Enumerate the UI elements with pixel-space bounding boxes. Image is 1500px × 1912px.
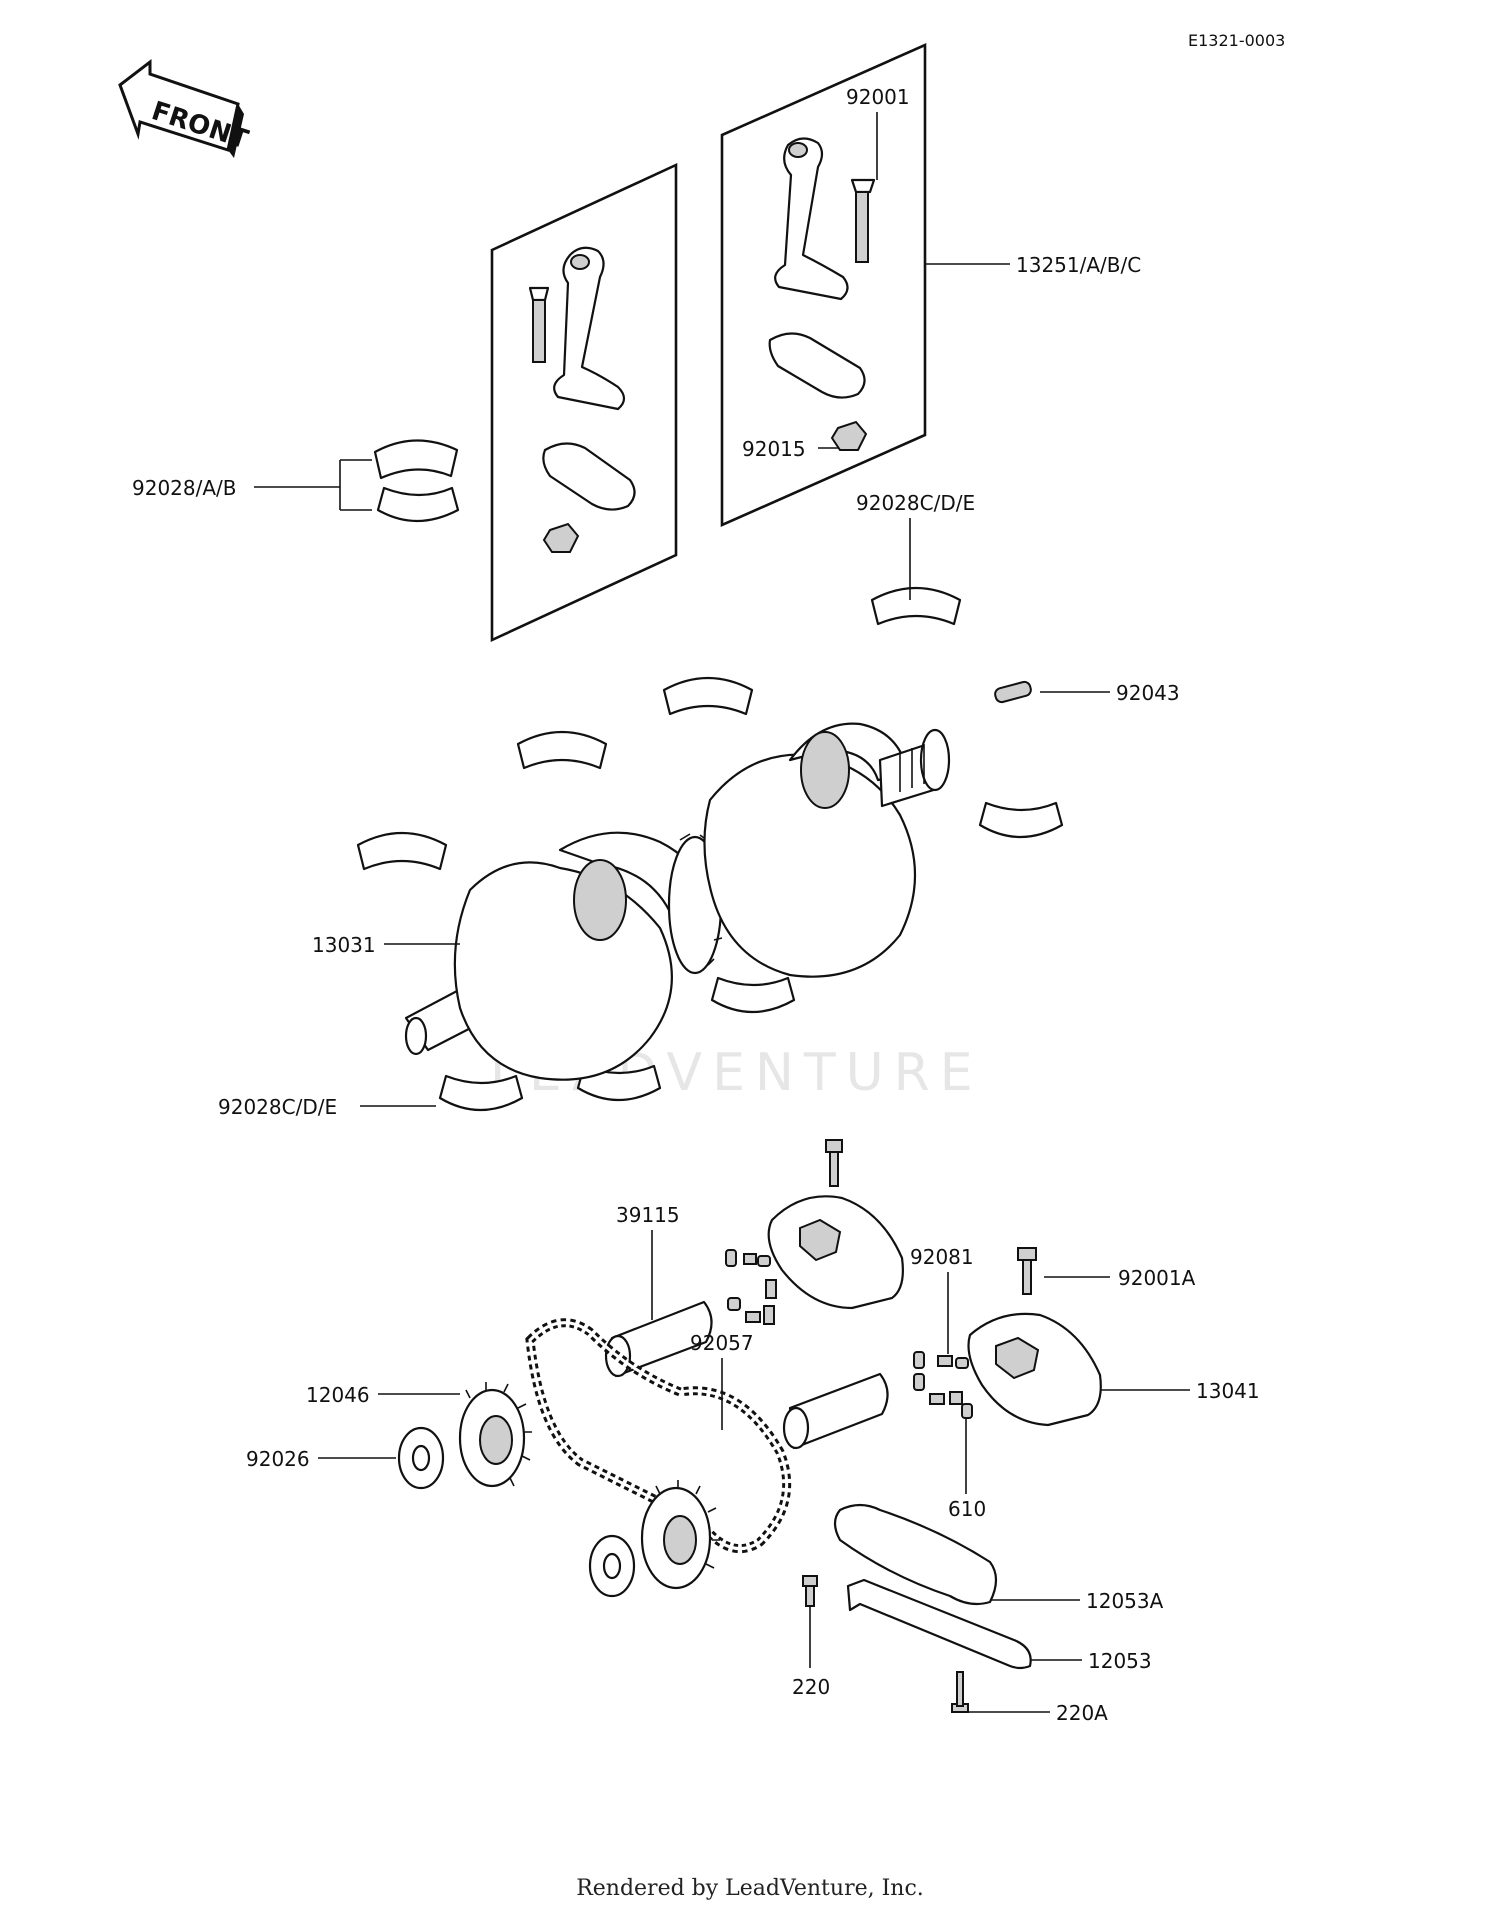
balancer-shaft-39115 <box>604 1300 889 1450</box>
bolt-220A <box>951 1671 969 1713</box>
dowel-pin-92043 <box>994 680 1032 704</box>
washer-92026 <box>397 1426 445 1490</box>
figure-id: E1321-0003 <box>1188 31 1285 50</box>
callout-12046: 12046 <box>306 1383 370 1407</box>
connecting-rod-panel-left <box>490 162 678 643</box>
chain-guide-12053 <box>846 1578 1032 1670</box>
callout-92028cde-top: 92028C/D/E <box>856 491 975 515</box>
callout-92001: 92001 <box>846 85 910 109</box>
callout-12053: 12053 <box>1088 1649 1152 1673</box>
bolt-top <box>825 1139 843 1187</box>
callout-92001A: 92001A <box>1118 1266 1196 1290</box>
bolt-220 <box>802 1575 818 1607</box>
callout-610: 610 <box>948 1497 986 1521</box>
callout-92043: 92043 <box>1116 681 1180 705</box>
callout-13251: 13251/A/B/C <box>1016 253 1141 277</box>
springs-pins <box>725 1249 973 1419</box>
sprocket-lower <box>588 1480 720 1598</box>
bolt-92001A <box>1017 1247 1037 1295</box>
bearing-shell-top <box>870 586 962 626</box>
callout-13031: 13031 <box>312 933 376 957</box>
callout-92028ab: 92028/A/B <box>132 476 237 500</box>
callout-92026: 92026 <box>246 1447 310 1471</box>
callout-39115: 39115 <box>616 1203 680 1227</box>
footer-credit: Rendered by LeadVenture, Inc. <box>576 1876 924 1901</box>
bearing-shells-92028ab <box>373 439 460 523</box>
callout-92028cde-bottom: 92028C/D/E <box>218 1095 337 1119</box>
sprocket-12046 <box>458 1382 532 1488</box>
front-arrow-icon: FRONT <box>118 58 252 158</box>
callout-92081: 92081 <box>910 1245 974 1269</box>
callout-220A: 220A <box>1056 1701 1108 1725</box>
leader-lines <box>254 112 1190 1713</box>
chain-92057 <box>525 1318 792 1554</box>
chain-guide-12053A <box>833 1503 998 1606</box>
callout-13041: 13041 <box>1196 1379 1260 1403</box>
callout-92015: 92015 <box>742 437 806 461</box>
callout-92057: 92057 <box>690 1331 754 1355</box>
connecting-rod-panel-right <box>720 43 927 527</box>
callout-220: 220 <box>792 1675 830 1699</box>
crankshaft-13031 <box>404 722 951 1081</box>
callout-12053A: 12053A <box>1086 1589 1164 1613</box>
